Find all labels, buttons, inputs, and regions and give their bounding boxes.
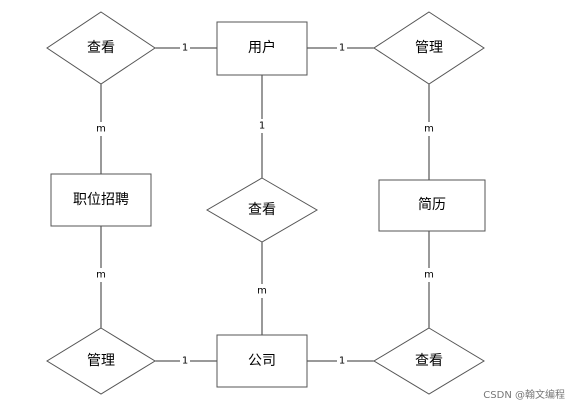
- relationship-manage-top: 管理: [373, 11, 485, 85]
- cardinality-user-manage-top: 1: [339, 43, 345, 54]
- relationship-view-top-label: 查看: [87, 40, 115, 56]
- cardinality-manage-bottom-company: 1: [182, 356, 188, 367]
- cardinality-view-center-company: m: [257, 286, 267, 297]
- cardinality-user-view-center: 1: [259, 121, 265, 132]
- relationship-manage-top-label: 管理: [415, 40, 443, 56]
- cardinality-manage-top-resume: m: [424, 124, 434, 135]
- relationship-view-center: 查看: [206, 177, 318, 243]
- cardinality-view-top-user: 1: [182, 43, 188, 54]
- watermark: CSDN @翰文编程: [483, 390, 565, 401]
- cardinality-view-top-job: m: [96, 124, 106, 135]
- entity-user: 用户: [216, 21, 308, 76]
- relationship-view-bottom-label: 查看: [415, 353, 443, 369]
- cardinality-job-manage-bottom: m: [96, 270, 106, 281]
- cardinalities: 1 1 m m 1 m m m 1 1: [95, 41, 435, 368]
- relationship-manage-bottom-label: 管理: [87, 353, 115, 369]
- entity-resume: 简历: [378, 179, 486, 232]
- entity-company: 公司: [216, 334, 308, 388]
- entity-job: 职位招聘: [50, 173, 152, 227]
- entity-job-label: 职位招聘: [73, 192, 129, 208]
- relationship-view-center-label: 查看: [248, 202, 276, 218]
- entity-resume-label: 简历: [418, 196, 446, 213]
- relationship-manage-bottom: 管理: [46, 327, 156, 395]
- entity-user-label: 用户: [248, 39, 276, 56]
- relationship-view-top: 查看: [46, 11, 156, 85]
- entity-company-label: 公司: [248, 353, 276, 369]
- cardinality-company-view-bottom: 1: [339, 356, 345, 367]
- cardinality-resume-view-bottom: m: [424, 270, 434, 281]
- relationship-view-bottom: 查看: [373, 327, 485, 395]
